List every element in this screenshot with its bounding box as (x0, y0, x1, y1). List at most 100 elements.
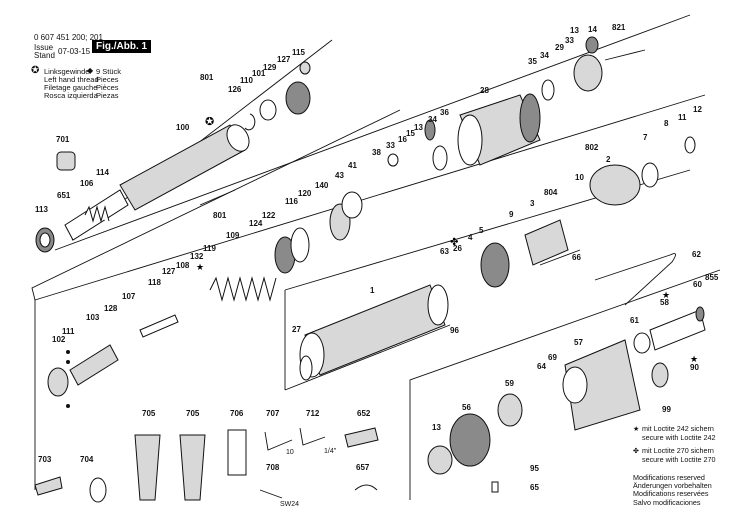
part-label: 855 (705, 273, 719, 282)
rotor-3 (524, 219, 569, 266)
part-label: 5 (479, 226, 484, 235)
part-label: 12 (693, 105, 702, 114)
part-label: 29 (555, 43, 564, 52)
part-label: 96 (450, 326, 459, 335)
part-label: 708 (266, 463, 280, 472)
part-label: 8 (664, 119, 669, 128)
gear-115 (299, 61, 311, 75)
part-label: 34 (428, 115, 437, 124)
part-label: 60 (693, 280, 702, 289)
part-label: 651 (57, 191, 71, 200)
rotor-29 (573, 54, 603, 92)
handle-705a (134, 434, 161, 501)
part-label: 99 (662, 405, 671, 414)
note-line: mit Loctite 270 sichern (642, 446, 714, 455)
tool-mark-10: 10 (286, 449, 294, 456)
part-label: 41 (348, 161, 357, 170)
bearing-7 (641, 162, 659, 188)
part-label: 36 (440, 108, 449, 117)
part-label: 11 (678, 113, 687, 122)
group-frame-lines (31, 14, 721, 500)
part-label: 64 (537, 362, 546, 371)
diamond-icon: ◆ (87, 66, 94, 75)
part-label: 13 (414, 123, 423, 132)
part-label: 13 (570, 26, 579, 35)
wrench-708 (259, 489, 283, 499)
gear-13 (427, 445, 453, 475)
part-label: 35 (528, 57, 537, 66)
loctite-242-marker-icon: ★ (690, 354, 698, 364)
body-103 (69, 344, 119, 386)
part-label: 62 (692, 250, 701, 259)
part-label: 657 (356, 463, 370, 472)
part-label: 16 (398, 135, 407, 144)
ring-60 (695, 306, 705, 322)
spring-109 (209, 276, 277, 302)
part-label: 34 (540, 51, 549, 60)
part-label: 69 (548, 353, 557, 362)
part-label: 127 (162, 267, 176, 276)
note-line: secure with Loctite 270 (642, 455, 716, 464)
part-label: 119 (203, 244, 216, 253)
part-label: 1 (370, 286, 375, 295)
legend-line: Rosca izquierda (44, 91, 98, 100)
clip-126 (244, 113, 256, 131)
gear-101 (285, 81, 311, 115)
part-label: 129 (263, 63, 277, 72)
bearing-56 (449, 413, 491, 467)
clip-657 (354, 484, 378, 491)
handle-705b (179, 434, 206, 501)
part-label: 101 (252, 69, 266, 78)
part-label: 14 (588, 25, 597, 34)
part-label: 116 (285, 197, 298, 206)
bearing-41 (341, 191, 363, 219)
part-label: 7 (643, 133, 648, 142)
legend-left-thread: ✪ Linksgewinde Left hand thread Filetage… (31, 65, 99, 100)
wire-62 (594, 253, 676, 306)
legend-line: Filetage gauche (44, 83, 98, 92)
sleeve-701 (56, 151, 76, 171)
part-label: 10 (575, 173, 584, 182)
loctite-270-marker-icon: ✤ (450, 237, 458, 248)
head-57 (564, 339, 641, 431)
rotor-5 (480, 242, 510, 288)
note-line: secure with Loctite 242 (642, 433, 716, 442)
star-icon: ★ (633, 424, 640, 433)
part-label: 59 (505, 379, 514, 388)
housing-2 (589, 164, 641, 206)
part-label: 120 (298, 189, 312, 198)
ring-34 (424, 119, 436, 141)
plug-102 (47, 367, 69, 397)
stand-label: Stand (34, 51, 55, 60)
part-label: 9 (509, 210, 514, 219)
part-14 (585, 36, 599, 54)
part-label: 114 (96, 168, 109, 177)
part-label: 801 (213, 211, 227, 220)
clutch-assembly (47, 191, 363, 408)
left-thread-marker-icon: ✪ (205, 116, 214, 128)
main-housing (299, 136, 696, 381)
part-label: 140 (315, 181, 329, 190)
part-label: 63 (440, 247, 449, 256)
note-line: Änderungen vorbehalten (633, 481, 712, 491)
note-line: Modifications reserved (633, 473, 705, 482)
doc-number: 0 607 451 200; 201 (34, 33, 103, 42)
part-label: 705 (186, 409, 200, 418)
part-label: 108 (176, 261, 190, 270)
part-704 (89, 477, 107, 503)
part-label: 65 (530, 483, 539, 492)
filter-706 (227, 429, 247, 476)
part-label: 33 (386, 141, 395, 150)
fitting-652 (344, 427, 379, 448)
loctite-242-marker-icon: ★ (196, 262, 204, 272)
fitting-703 (34, 476, 63, 496)
tool-mark-quarter: 1/4" (324, 448, 337, 455)
left-thread-icon: ✪ (31, 65, 40, 76)
angle-head (427, 306, 706, 493)
note-line: Modifications reservées (633, 489, 709, 499)
pin-66 (539, 249, 581, 266)
part-label: 703 (38, 455, 52, 464)
part-label: 704 (80, 455, 94, 464)
part-label: 95 (530, 464, 539, 473)
